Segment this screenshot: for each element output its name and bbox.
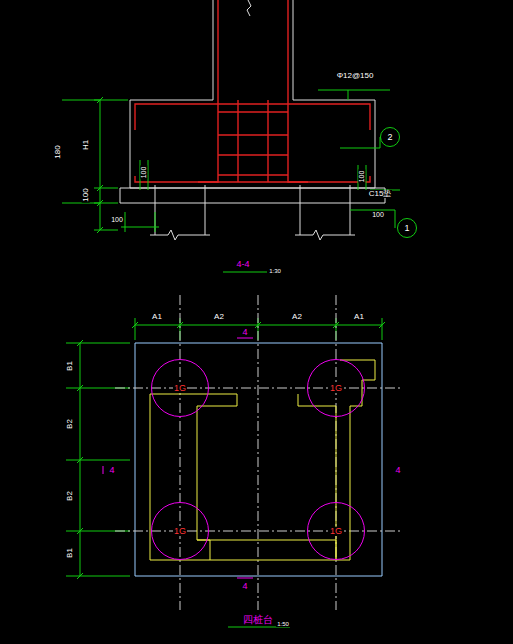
pile-circle: 1G <box>307 502 365 560</box>
dimension-label: 100 <box>359 169 366 183</box>
dimension-label: 4 <box>241 582 248 591</box>
dimension-label: A1 <box>353 313 365 321</box>
dimension-label: 100 <box>141 165 148 179</box>
dimension-label: B2 <box>66 418 74 430</box>
dimension-label: 180 <box>54 144 62 159</box>
pile-mark: 1G <box>173 527 187 536</box>
callout-circle: 2 <box>380 127 400 147</box>
pile-circle: 1G <box>307 359 365 417</box>
pile-mark: 1G <box>329 384 343 393</box>
dimension-label: A2 <box>291 313 303 321</box>
dimension-label: 4 <box>394 466 401 475</box>
dimension-label: 4 <box>241 328 248 337</box>
dimension-label: C15垫 <box>368 190 393 198</box>
dimension-label: B2 <box>66 490 74 502</box>
dimension-label: 1:50 <box>276 621 290 627</box>
dimension-label: 4 <box>108 466 115 475</box>
callout-number: 1 <box>403 224 410 233</box>
dimension-label: 100 <box>82 187 90 202</box>
pile-circle: 1G <box>151 502 209 560</box>
dimension-label: 100 <box>110 216 124 223</box>
dimension-label: 四桩台 <box>242 615 274 625</box>
dimension-label: A1 <box>151 313 163 321</box>
dimension-label: B1 <box>66 547 74 559</box>
callout-circle: 1 <box>397 218 417 238</box>
dimension-label: 100 <box>371 211 385 218</box>
pile-mark: 1G <box>173 384 187 393</box>
pile-circle: 1G <box>151 359 209 417</box>
pile-mark: 1G <box>329 527 343 536</box>
dimension-label: A2 <box>213 313 225 321</box>
dimension-label: 1:30 <box>268 268 282 274</box>
dimension-label: B1 <box>66 360 74 372</box>
callout-number: 2 <box>386 133 393 142</box>
dimension-label: 4-4 <box>235 260 250 269</box>
dimension-label: H1 <box>82 139 90 151</box>
dimension-label: Φ12@150 <box>336 72 375 80</box>
